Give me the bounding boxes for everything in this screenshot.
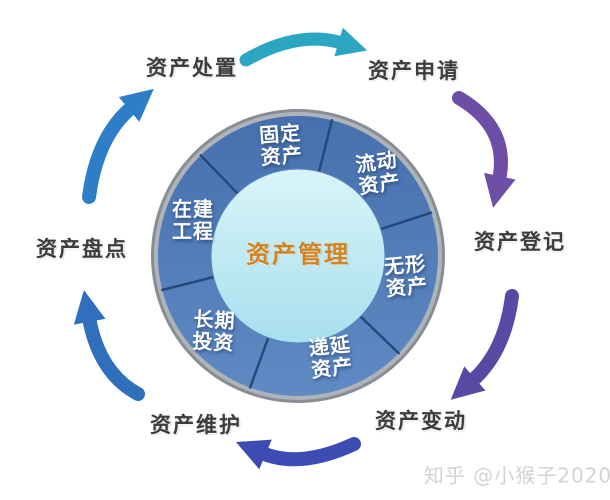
arrow-disposal-to-application-icon <box>239 27 368 67</box>
ring-segment-dividers <box>161 119 433 389</box>
ring-segment-label-construction-in-progress: 在建 工程 <box>172 197 214 243</box>
cycle-label-asset-change: 资产变动 <box>375 409 467 433</box>
ring-segment-label-fixed-assets: 固定 资产 <box>258 120 304 170</box>
arrow-inventory-to-disposal-icon <box>82 88 154 204</box>
cycle-label-asset-disposal: 资产处置 <box>146 56 238 80</box>
cycle-label-asset-registration: 资产登记 <box>474 230 566 254</box>
ring-segment-label-deferred-assets: 递延 资产 <box>307 331 355 383</box>
ring-segment-label-current-assets: 流动 资产 <box>354 147 402 199</box>
diagram-center-title: 资产管理 <box>246 240 350 269</box>
cycle-label-asset-inventory: 资产盘点 <box>36 237 128 261</box>
zhihu-watermark: 知乎 @小猴子2020 <box>423 463 610 488</box>
cycle-label-asset-maintenance: 资产维护 <box>150 413 242 437</box>
arrow-application-to-registration-icon <box>452 91 516 208</box>
ring-segment-label-intangible-assets: 无形 资产 <box>383 251 429 301</box>
center-circle <box>210 168 386 344</box>
ring-segment-label-long-term-investment: 长期 投资 <box>191 306 237 356</box>
arrow-change-to-maintenance-icon <box>235 437 361 470</box>
arrow-registration-to-change-icon <box>450 289 519 400</box>
cycle-label-asset-application: 资产申请 <box>368 59 460 83</box>
arrow-maintenance-to-inventory-icon <box>73 290 145 401</box>
